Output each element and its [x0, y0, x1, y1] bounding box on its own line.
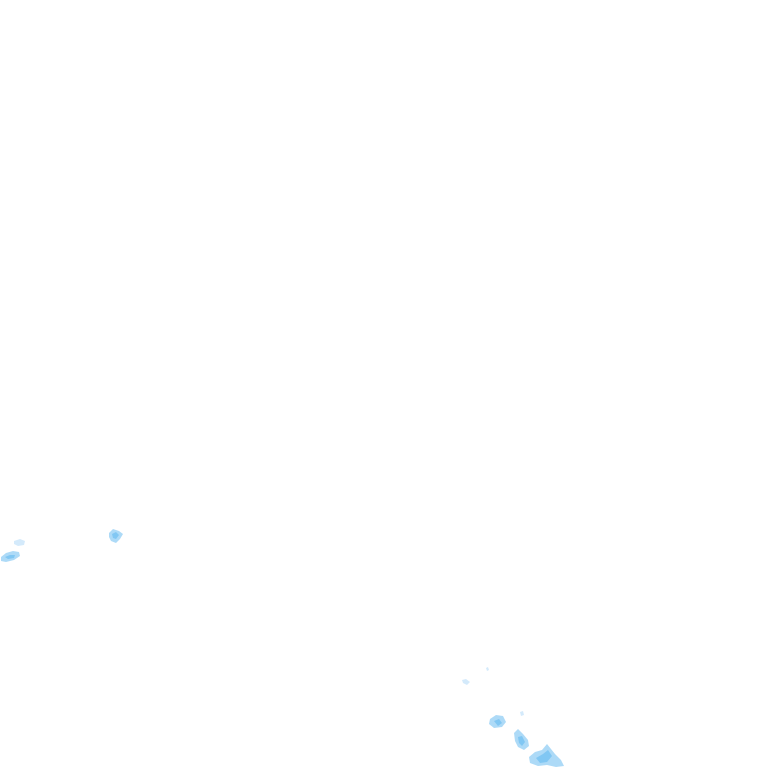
precip-cell: [112, 532, 119, 539]
precip-cell: [536, 750, 552, 763]
precip-cell: [486, 667, 489, 671]
precip-cell: [462, 679, 470, 685]
precip-cell: [14, 539, 25, 546]
precip-cell: [5, 555, 15, 559]
precip-cell: [520, 711, 524, 716]
precip-cell: [518, 736, 525, 746]
precip-cell: [494, 719, 502, 726]
